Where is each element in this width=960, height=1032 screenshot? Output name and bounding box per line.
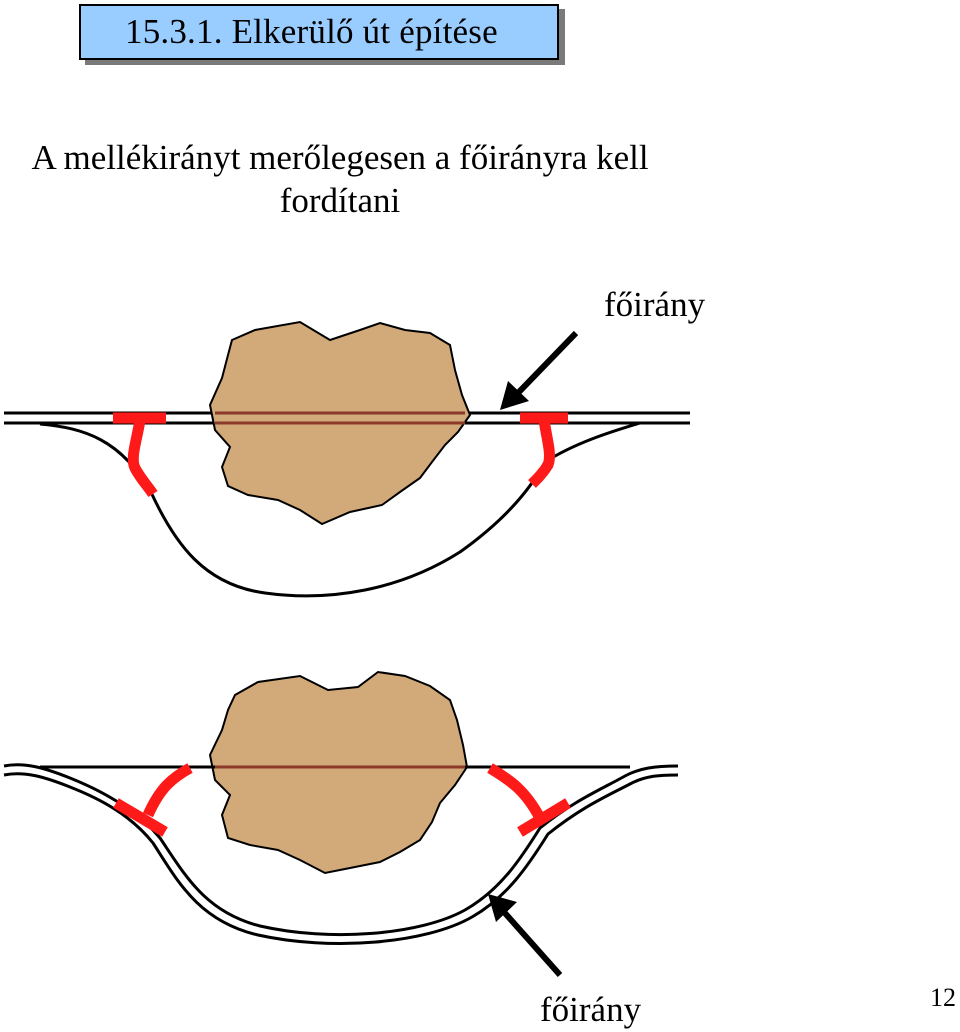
arrow-icon bbox=[500, 330, 579, 410]
slide-subtitle: A mellékirányt merőlegesen a főirányra k… bbox=[31, 138, 649, 220]
intersection-marker-right bbox=[487, 763, 571, 837]
main-road-line bbox=[3, 763, 679, 937]
intersection-marker-left bbox=[113, 412, 166, 498]
slide-title: 15.3.1. Elkerülő út építése bbox=[79, 4, 559, 60]
bottom-diagram bbox=[3, 671, 679, 977]
page-number: 12 bbox=[930, 983, 956, 1012]
main-direction-label-top: főirány bbox=[604, 285, 706, 324]
intersection-marker-right bbox=[520, 412, 568, 488]
main-road-line bbox=[3, 772, 679, 945]
intersection-marker-left bbox=[113, 763, 193, 837]
main-direction-label-bottom: főirány bbox=[540, 990, 642, 1029]
arrow-icon bbox=[488, 894, 563, 977]
obstacle-shape bbox=[209, 671, 468, 874]
slide-title-text: 15.3.1. Elkerülő út építése bbox=[125, 12, 498, 51]
top-diagram bbox=[4, 321, 690, 598]
